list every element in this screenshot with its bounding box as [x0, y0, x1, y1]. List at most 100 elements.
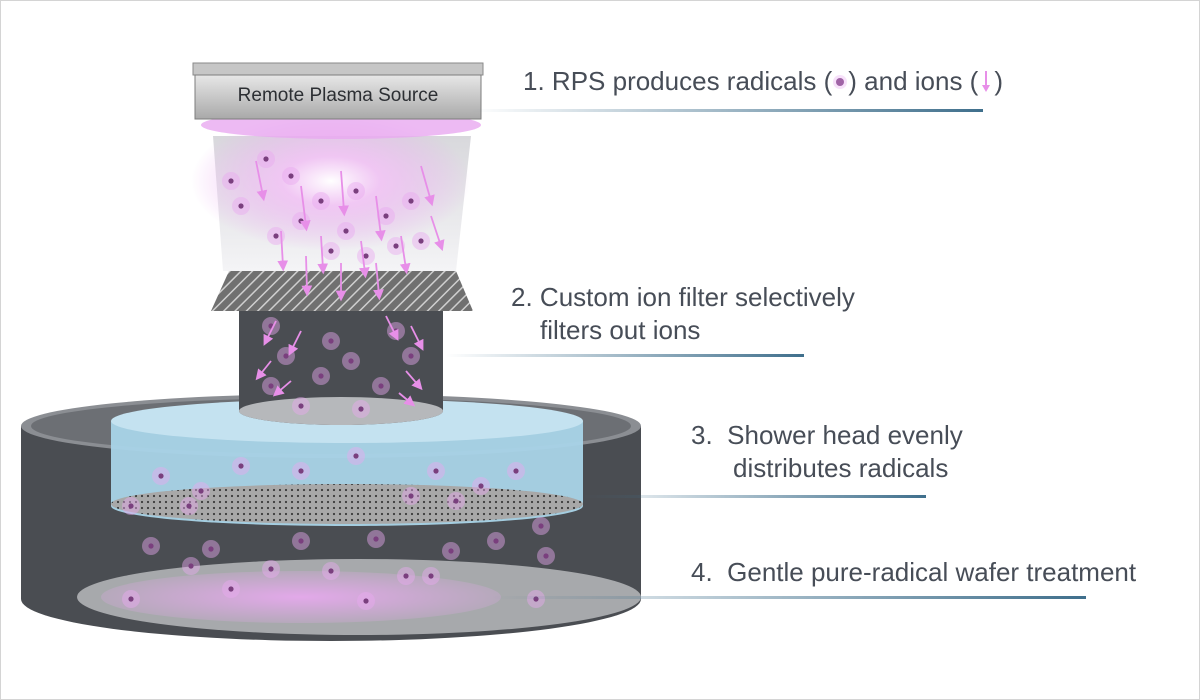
radical-particle: [353, 453, 359, 459]
step-3: 3. Shower head evenly distributes radica…: [691, 419, 963, 485]
step-2: 2. Custom ion filter selectively filters…: [511, 281, 855, 347]
radical-particle: [128, 503, 134, 509]
radical-particle: [318, 373, 324, 379]
radical-particle: [408, 493, 414, 499]
radical-particle: [418, 238, 424, 244]
ion-arrow: [255, 360, 272, 381]
remote-plasma-source-box: [192, 62, 484, 120]
ion-arrow: [301, 255, 313, 297]
radical-particle: [273, 233, 279, 239]
radical-particle: [538, 523, 544, 529]
radical-particle: [543, 553, 549, 559]
radical-particle: [378, 383, 384, 389]
radical-particle: [198, 488, 204, 494]
radical-dot-icon: [833, 67, 848, 95]
leader-line-3: [581, 495, 926, 498]
radical-particle: [148, 543, 154, 549]
leader-line-4: [491, 596, 1086, 599]
ion-arrow: [299, 185, 311, 232]
step-1-number: 1.: [523, 66, 545, 96]
ion-arrow: [374, 195, 386, 242]
ion-arrow: [405, 370, 423, 391]
particles-layer: [122, 150, 555, 610]
radical-particle: [373, 536, 379, 542]
step-1-text-after: ): [994, 66, 1004, 96]
ion-arrow: [338, 170, 349, 217]
leader-line-2: [446, 354, 804, 357]
ion-arrow: [385, 315, 399, 341]
ion-arrow: [410, 325, 424, 351]
ion-arrow: [255, 160, 268, 202]
radical-particle: [363, 598, 369, 604]
radical-particle: [328, 568, 334, 574]
radical-particle: [453, 498, 459, 504]
step-1-text-before: RPS produces radicals (: [551, 66, 833, 96]
radical-particle: [128, 596, 134, 602]
radical-particle: [298, 218, 304, 224]
step-4-number: 4.: [691, 557, 713, 587]
radical-particle: [208, 546, 214, 552]
radical-particle: [298, 468, 304, 474]
step-1: 1. RPS produces radicals ( ) and ions (): [523, 65, 1003, 98]
step-1-text-mid: ) and ions (: [848, 66, 979, 96]
radical-particle: [186, 503, 192, 509]
ion-arrow: [263, 320, 277, 346]
radical-particle: [393, 243, 399, 249]
step-4: 4. Gentle pure-radical wafer treatment: [691, 556, 1136, 589]
ion-arrow: [277, 230, 289, 272]
step-4-line1: Gentle pure-radical wafer treatment: [727, 557, 1137, 587]
ion-arrow: [399, 235, 411, 275]
radical-particle: [298, 538, 304, 544]
ion-arrow-icon: [979, 67, 993, 95]
ion-arrow: [373, 262, 384, 301]
step-2-line2: filters out ions: [540, 315, 701, 345]
leader-lines: [446, 109, 1086, 599]
radical-particle: [228, 178, 234, 184]
radical-particle: [158, 473, 164, 479]
radical-particle: [363, 253, 369, 259]
rps-label: Remote Plasma Source: [237, 85, 439, 106]
radical-particle: [433, 468, 439, 474]
ion-arrow: [288, 330, 302, 356]
ion-arrow: [420, 165, 435, 207]
radical-particle: [263, 156, 269, 162]
radical-particle: [358, 406, 364, 412]
radical-particle: [448, 548, 454, 554]
ion-arrow: [317, 235, 329, 275]
radical-particle: [298, 403, 304, 409]
radical-particle: [238, 203, 244, 209]
radical-particle: [408, 353, 414, 359]
radical-particle: [288, 173, 294, 179]
radical-particle: [408, 198, 414, 204]
step-3-line2: distributes radicals: [733, 453, 949, 483]
radical-particle: [403, 573, 409, 579]
radical-particle: [428, 573, 434, 579]
radical-particle: [348, 358, 354, 364]
leader-line-1: [471, 109, 983, 112]
step-2-number: 2.: [511, 282, 533, 312]
radical-particle: [188, 563, 194, 569]
radical-particle: [328, 248, 334, 254]
radical-particle: [513, 468, 519, 474]
radical-particle: [318, 198, 324, 204]
radical-particle: [238, 463, 244, 469]
step-3-line1: Shower head evenly: [727, 420, 963, 450]
wafer: [77, 559, 641, 635]
radical-particle: [283, 353, 289, 359]
radical-particle: [268, 383, 274, 389]
radical-particle: [328, 338, 334, 344]
radical-particle: [353, 188, 359, 194]
step-3-number: 3.: [691, 420, 713, 450]
radical-particle: [478, 483, 484, 489]
step-2-line1: Custom ion filter selectively: [539, 282, 855, 312]
ion-arrow: [358, 240, 370, 279]
radical-particle: [228, 586, 234, 592]
ion-arrow: [430, 215, 445, 252]
radical-particle: [268, 566, 274, 572]
ion-arrow: [272, 380, 292, 397]
ion-arrow: [398, 392, 416, 407]
radical-particle: [383, 213, 389, 219]
radical-particle: [343, 228, 349, 234]
